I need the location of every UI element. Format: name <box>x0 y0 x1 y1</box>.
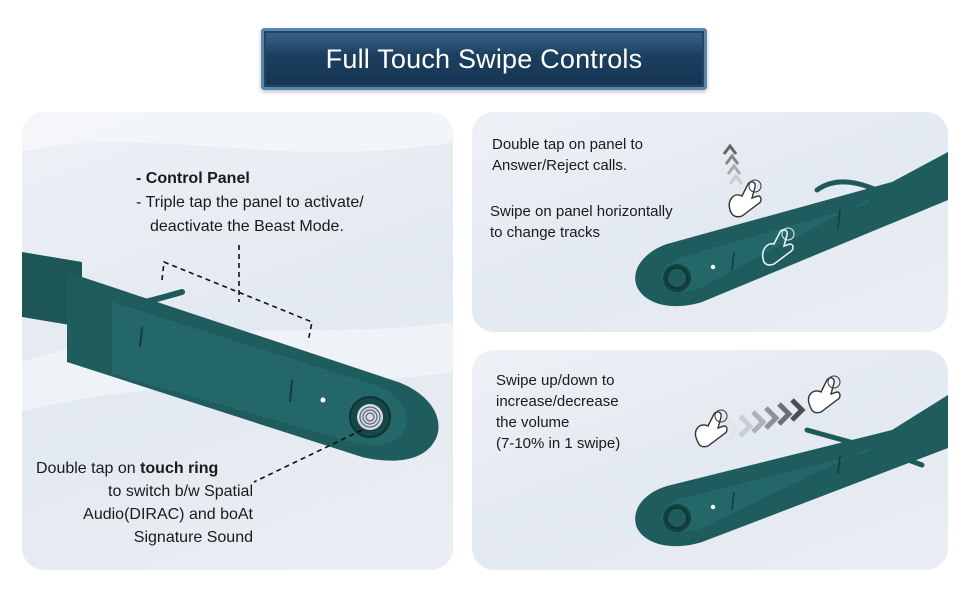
neckband-illustration-top-right <box>635 143 948 307</box>
touch-ring-desc-1: Double tap on touch ring <box>36 460 219 477</box>
fingerprint-icon <box>349 396 391 438</box>
up-arrows-icon <box>722 143 744 185</box>
tracks-desc-1: Swipe on panel horizontally <box>490 203 673 220</box>
swipe-hand-icon <box>761 227 795 266</box>
touch-ring-desc-4: Signature Sound <box>133 529 253 546</box>
control-panel-heading: - Control Panel <box>136 170 250 187</box>
right-arrows-icon <box>725 398 806 442</box>
control-panel-desc-2: deactivate the Beast Mode. <box>150 218 344 235</box>
neckband-illustration-bottom-right <box>635 375 948 547</box>
control-panel-card: - Control Panel - Triple tap the panel t… <box>22 112 453 570</box>
volume-desc-3: the volume <box>496 414 570 431</box>
volume-desc-2: increase/decrease <box>496 393 619 410</box>
tap-hand-icon <box>807 375 841 414</box>
calls-desc-2: Answer/Reject calls. <box>492 157 628 174</box>
calls-tracks-card: Double tap on panel to Answer/Reject cal… <box>472 112 948 332</box>
tap-hand-icon <box>728 179 762 218</box>
tracks-desc-2: to change tracks <box>490 224 601 241</box>
volume-desc-4: (7-10% in 1 swipe) <box>496 435 621 452</box>
control-panel-desc-1: - Triple tap the panel to activate/ <box>136 194 364 211</box>
page-title: Full Touch Swipe Controls <box>325 43 643 74</box>
tap-hand-icon <box>694 409 728 448</box>
calls-desc-1: Double tap on panel to <box>492 136 643 153</box>
touch-ring-desc-2: to switch b/w Spatial <box>108 483 253 500</box>
neckband-illustration-left <box>22 112 453 483</box>
volume-desc-1: Swipe up/down to <box>496 372 615 389</box>
touch-ring-desc-3: Audio(DIRAC) and boAt <box>83 506 253 523</box>
volume-card: Swipe up/down to increase/decrease the v… <box>472 350 948 570</box>
title-banner: Full Touch Swipe Controls <box>261 28 707 90</box>
